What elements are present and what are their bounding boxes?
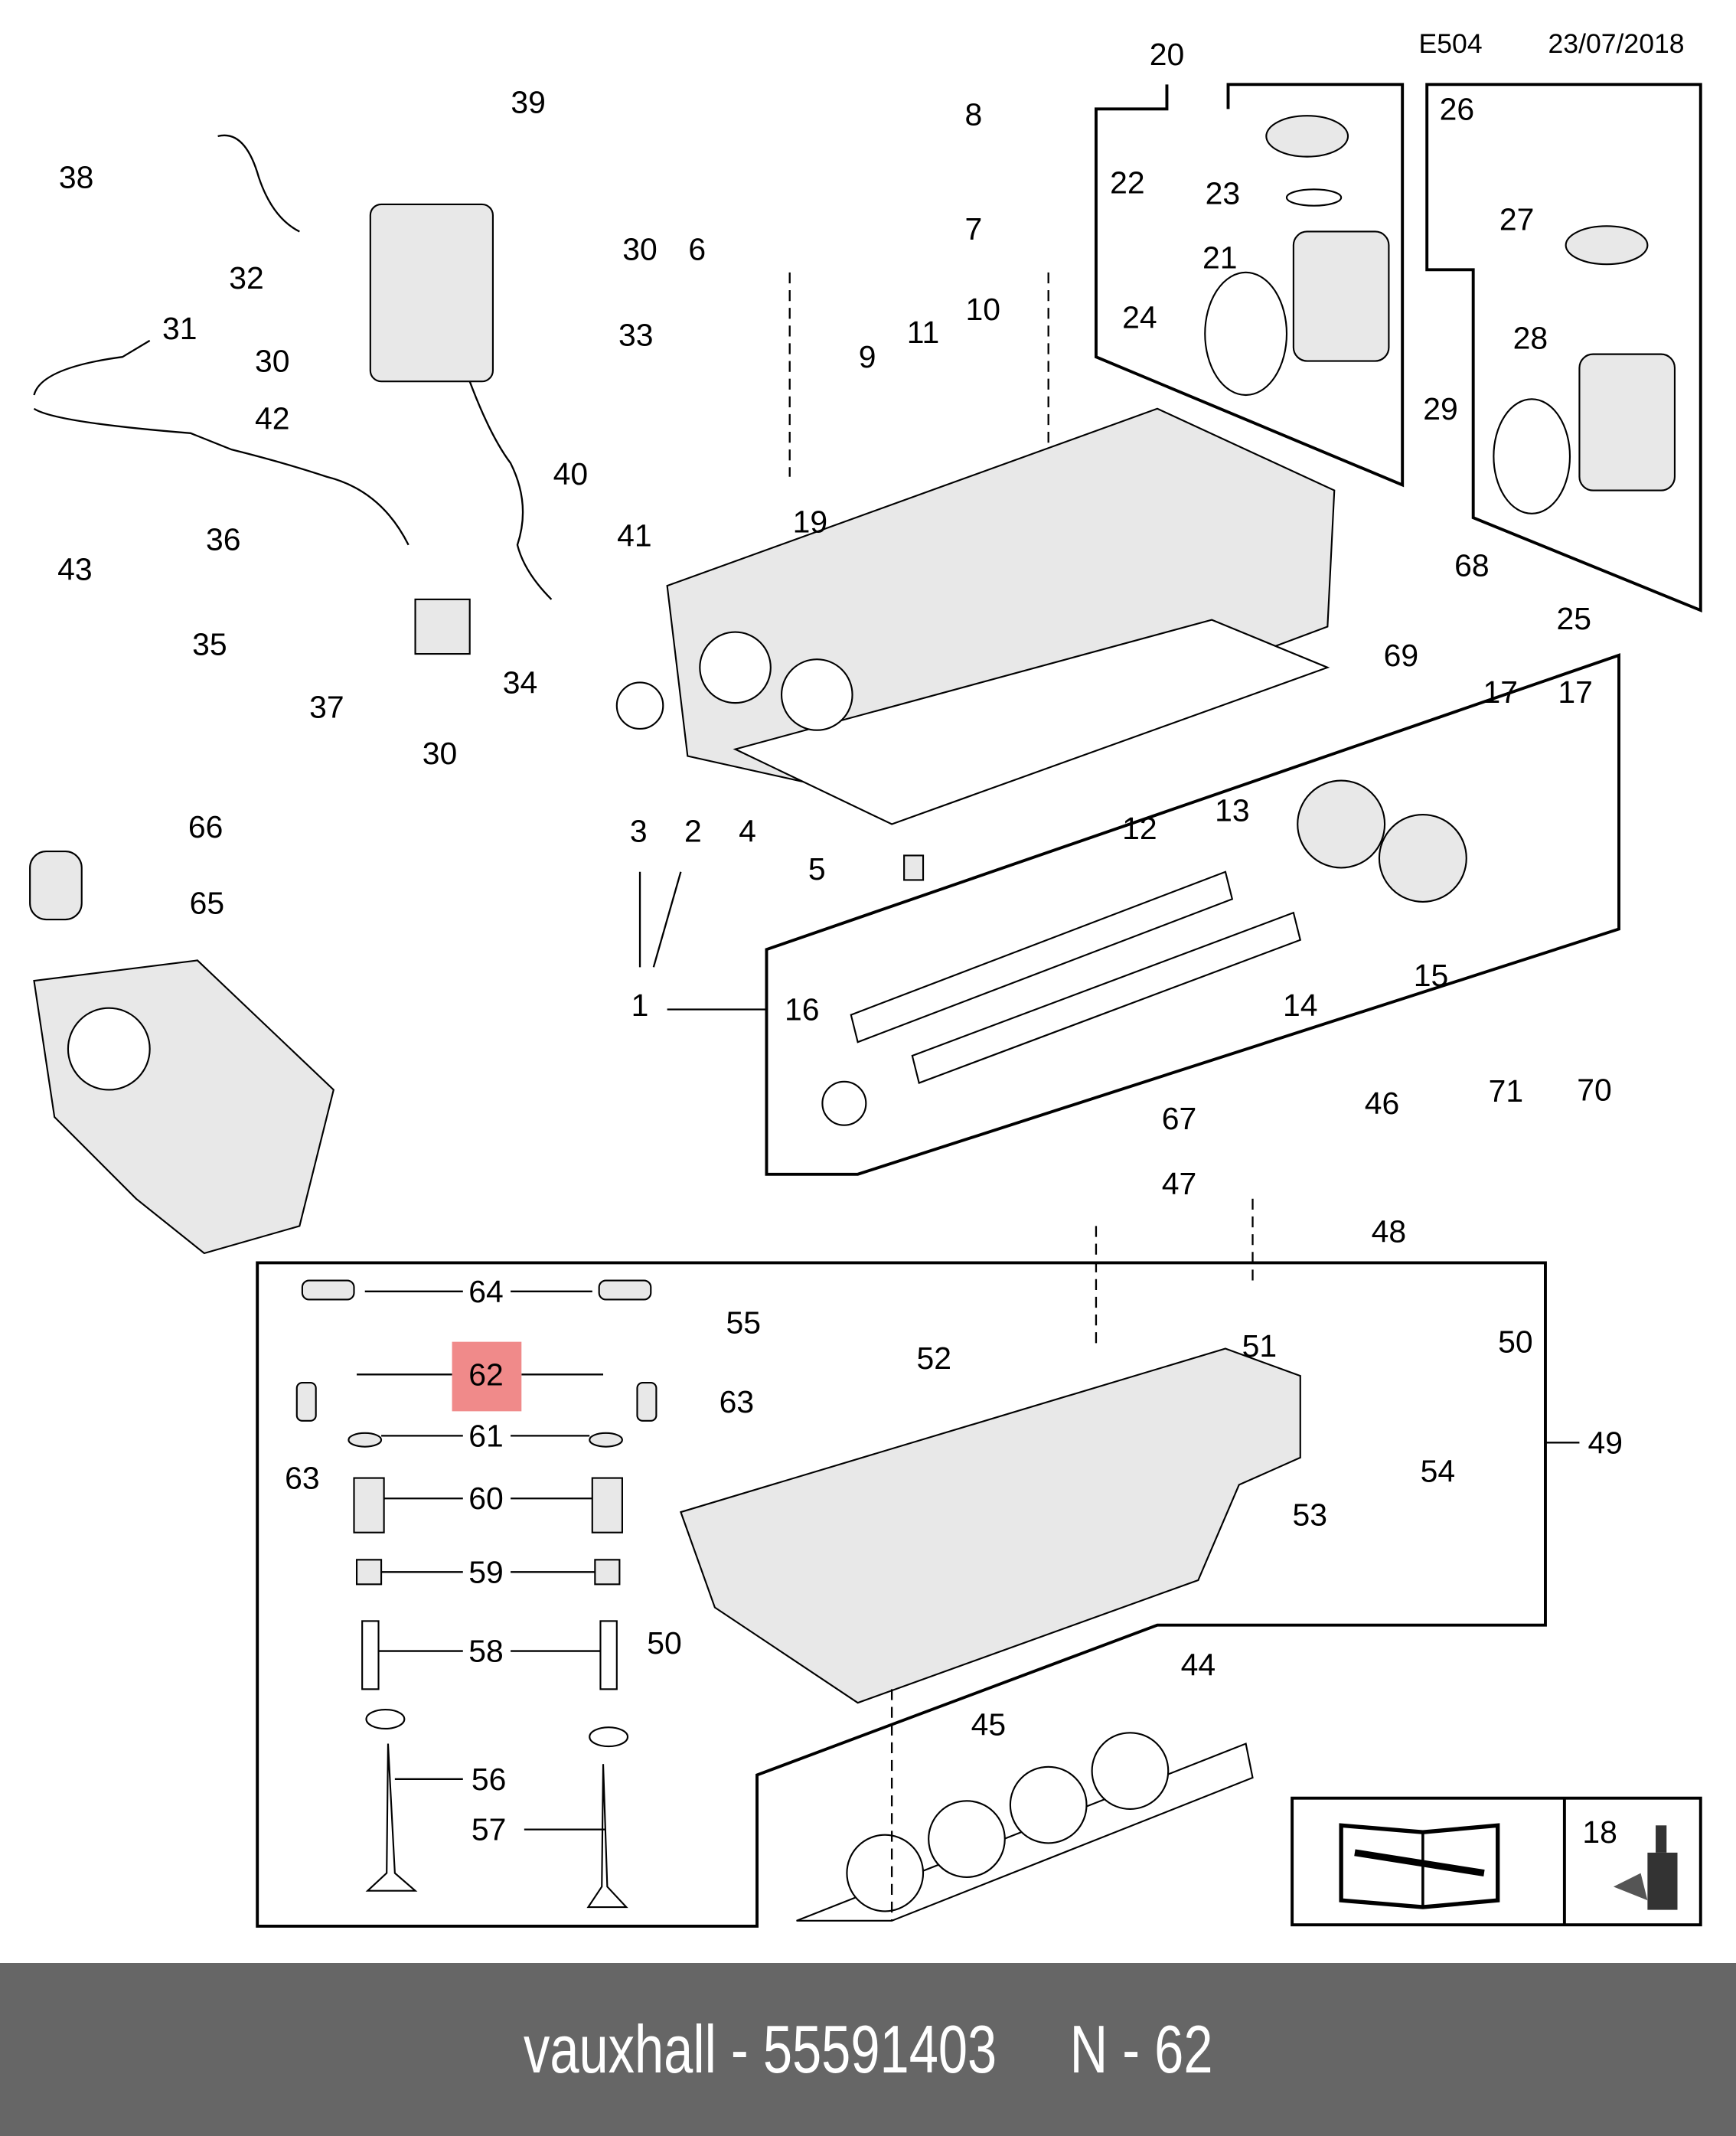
callout[interactable]: 24 xyxy=(1122,300,1157,335)
callout[interactable]: 26 xyxy=(1440,91,1475,126)
callout[interactable]: 67 xyxy=(1162,1101,1197,1136)
callout[interactable]: 47 xyxy=(1162,1166,1197,1201)
callout[interactable]: 54 xyxy=(1421,1454,1456,1489)
camshaft-group-box xyxy=(765,653,1620,1176)
callout[interactable]: 13 xyxy=(1215,793,1250,828)
callout[interactable]: 31 xyxy=(162,311,197,346)
valve-train xyxy=(295,1279,658,1909)
callout[interactable]: 17 xyxy=(1483,674,1519,710)
callout[interactable]: 50 xyxy=(1498,1324,1533,1360)
callout[interactable]: 5 xyxy=(808,851,826,887)
callout[interactable]: 35 xyxy=(192,627,227,662)
callout[interactable]: 3 xyxy=(630,813,648,848)
callout[interactable]: 57 xyxy=(472,1812,507,1847)
callout[interactable]: 36 xyxy=(206,522,241,557)
callout[interactable]: 4 xyxy=(739,813,756,848)
callout[interactable]: 48 xyxy=(1372,1214,1407,1249)
callout[interactable]: 70 xyxy=(1577,1072,1612,1107)
callout[interactable]: 44 xyxy=(1181,1647,1216,1682)
cylinder-head-group-box xyxy=(256,1261,1547,1928)
callout[interactable]: 37 xyxy=(309,689,344,724)
callout[interactable]: 53 xyxy=(1292,1497,1327,1533)
callout[interactable]: 19 xyxy=(793,504,828,539)
oil-filler xyxy=(1204,115,1676,514)
callout[interactable]: 18 xyxy=(1582,1814,1617,1850)
callout[interactable]: 46 xyxy=(1365,1086,1400,1121)
callout[interactable]: 52 xyxy=(917,1341,952,1376)
callout[interactable]: 66 xyxy=(188,809,224,844)
callout[interactable]: 7 xyxy=(964,211,982,247)
callout[interactable]: 58 xyxy=(468,1634,504,1669)
callout[interactable]: 55 xyxy=(726,1305,761,1341)
callout[interactable]: 51 xyxy=(1242,1328,1278,1364)
callout[interactable]: 12 xyxy=(1122,811,1157,846)
callout[interactable]: 2 xyxy=(684,813,702,848)
callout[interactable]: 71 xyxy=(1489,1073,1524,1109)
cylinder-head xyxy=(680,1347,1301,1922)
breather-hoses xyxy=(33,134,553,655)
callout[interactable]: 43 xyxy=(57,552,93,587)
highlighted-part-marker xyxy=(452,1341,522,1412)
callout[interactable]: 63 xyxy=(720,1384,755,1419)
service-info-box xyxy=(1291,1796,1702,1927)
callout[interactable]: 69 xyxy=(1384,638,1419,673)
callout[interactable]: 22 xyxy=(1110,165,1145,200)
callout[interactable]: 68 xyxy=(1454,547,1490,583)
camshafts xyxy=(821,779,1467,1126)
callout[interactable]: 10 xyxy=(966,292,1001,327)
service-manual-wrench-icon xyxy=(1339,1823,1500,1909)
callout[interactable]: 20 xyxy=(1150,37,1185,72)
callout[interactable]: 61 xyxy=(468,1418,504,1453)
callout-highlighted[interactable]: 62 xyxy=(468,1357,504,1392)
callout[interactable]: 17 xyxy=(1558,674,1593,710)
leader-lines xyxy=(357,272,1580,1921)
callout[interactable]: 30 xyxy=(622,232,658,267)
callout[interactable]: 39 xyxy=(511,84,546,119)
callout[interactable]: 29 xyxy=(1423,391,1458,426)
diagram-code: E504 xyxy=(1419,28,1483,59)
callout[interactable]: 28 xyxy=(1513,320,1548,355)
oil-cap-group-box xyxy=(1094,83,1405,488)
callout[interactable]: 33 xyxy=(618,318,654,353)
callout[interactable]: 15 xyxy=(1414,958,1449,993)
callout[interactable]: 41 xyxy=(617,518,652,553)
callout[interactable]: 30 xyxy=(423,736,458,771)
callout[interactable]: 23 xyxy=(1206,176,1241,211)
part-info-footer: vauxhall - 55591403 N - 62 xyxy=(0,1963,1736,2136)
callout[interactable]: 9 xyxy=(859,339,876,374)
callout[interactable]: 32 xyxy=(229,260,264,296)
callout[interactable]: 56 xyxy=(472,1762,507,1797)
cam-cover xyxy=(615,407,1336,881)
callout[interactable]: 59 xyxy=(468,1554,504,1589)
callout[interactable]: 34 xyxy=(503,665,538,700)
callout[interactable]: 16 xyxy=(785,991,820,1027)
callout[interactable]: 27 xyxy=(1499,201,1535,237)
callout[interactable]: 64 xyxy=(468,1274,504,1309)
timing-cover xyxy=(29,851,334,1255)
callout[interactable]: 6 xyxy=(688,232,706,267)
sealant-bottle-icon xyxy=(1613,1825,1678,1910)
callout[interactable]: 40 xyxy=(553,456,589,492)
callout[interactable]: 8 xyxy=(964,96,982,132)
diagram-date: 23/07/2018 xyxy=(1548,28,1685,59)
callout[interactable]: 49 xyxy=(1588,1425,1623,1460)
oil-cap-alt-group-box xyxy=(1425,83,1702,613)
callout[interactable]: 50 xyxy=(647,1625,682,1661)
callout[interactable]: 25 xyxy=(1557,601,1592,636)
callout[interactable]: 60 xyxy=(468,1481,504,1516)
callout[interactable]: 1 xyxy=(631,988,649,1023)
callout[interactable]: 65 xyxy=(190,886,225,921)
callout[interactable]: 11 xyxy=(907,315,939,350)
callout[interactable]: 14 xyxy=(1283,988,1318,1023)
callout[interactable]: 38 xyxy=(59,159,94,194)
callout-labels: 39 38 32 31 30 30 33 42 40 36 43 35 37 4… xyxy=(57,37,1623,1850)
callout[interactable]: 63 xyxy=(285,1461,320,1496)
callout[interactable]: 42 xyxy=(255,400,290,436)
callout[interactable]: 45 xyxy=(971,1707,1007,1742)
parts-diagram: E504 23/07/2018 xyxy=(29,28,1702,1928)
part-number-caption: vauxhall - 55591403 N - 62 xyxy=(523,2011,1213,2087)
callout[interactable]: 21 xyxy=(1202,240,1238,275)
callout[interactable]: 30 xyxy=(255,344,290,379)
